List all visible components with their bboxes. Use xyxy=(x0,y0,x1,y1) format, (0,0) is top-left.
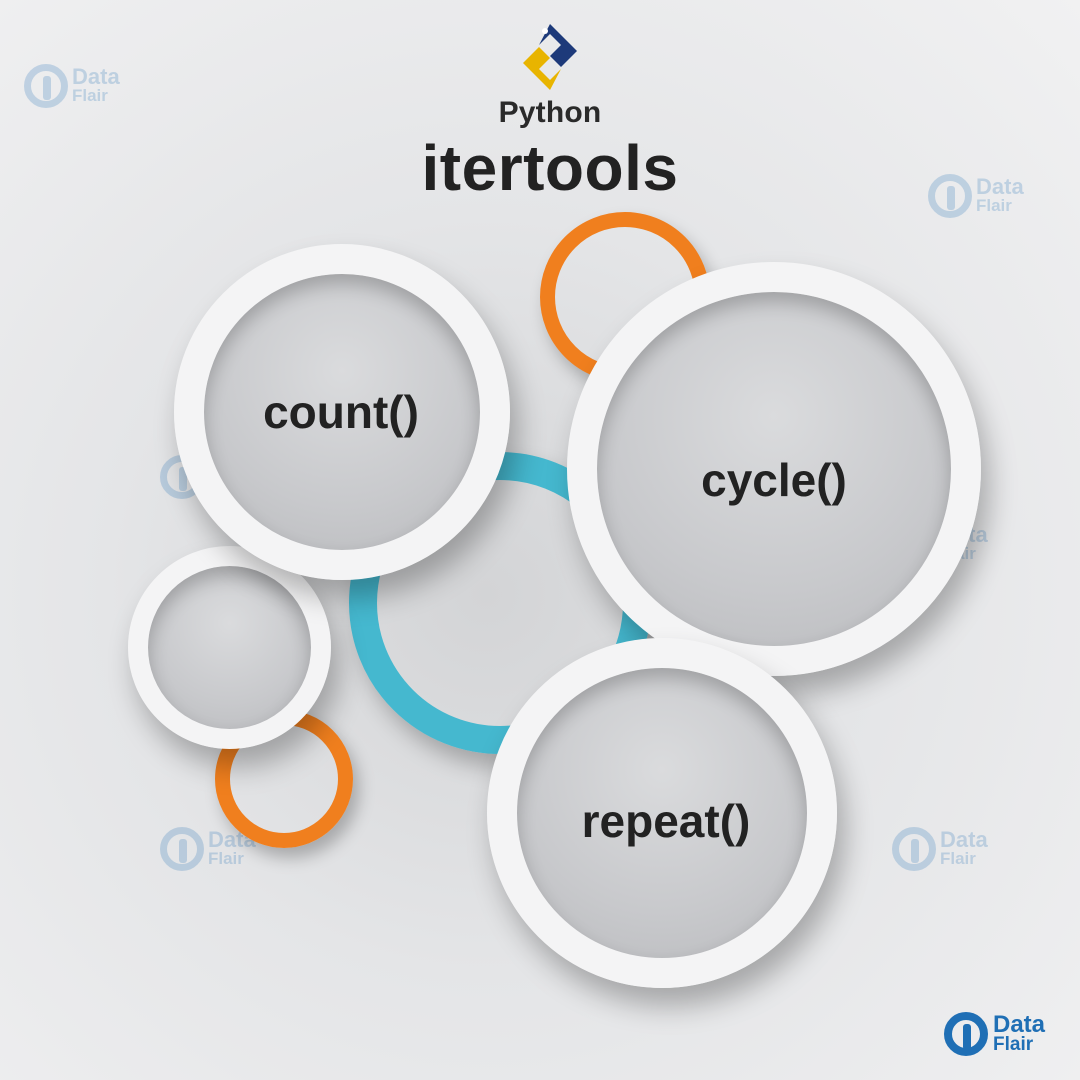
dataflair-icon xyxy=(160,827,204,871)
count-label: count() xyxy=(263,386,419,438)
dataflair-icon xyxy=(944,1012,988,1056)
repeat-label: repeat() xyxy=(581,795,751,847)
dataflair-icon xyxy=(892,827,936,871)
cycle-label: cycle() xyxy=(701,454,847,506)
title-itertools: itertools xyxy=(421,132,679,204)
python-logo-icon xyxy=(523,24,577,90)
dataflair-icon xyxy=(24,64,68,108)
dataflair-icon xyxy=(928,174,972,218)
small-white-ring xyxy=(128,546,331,749)
subtitle-python: Python xyxy=(498,96,602,129)
